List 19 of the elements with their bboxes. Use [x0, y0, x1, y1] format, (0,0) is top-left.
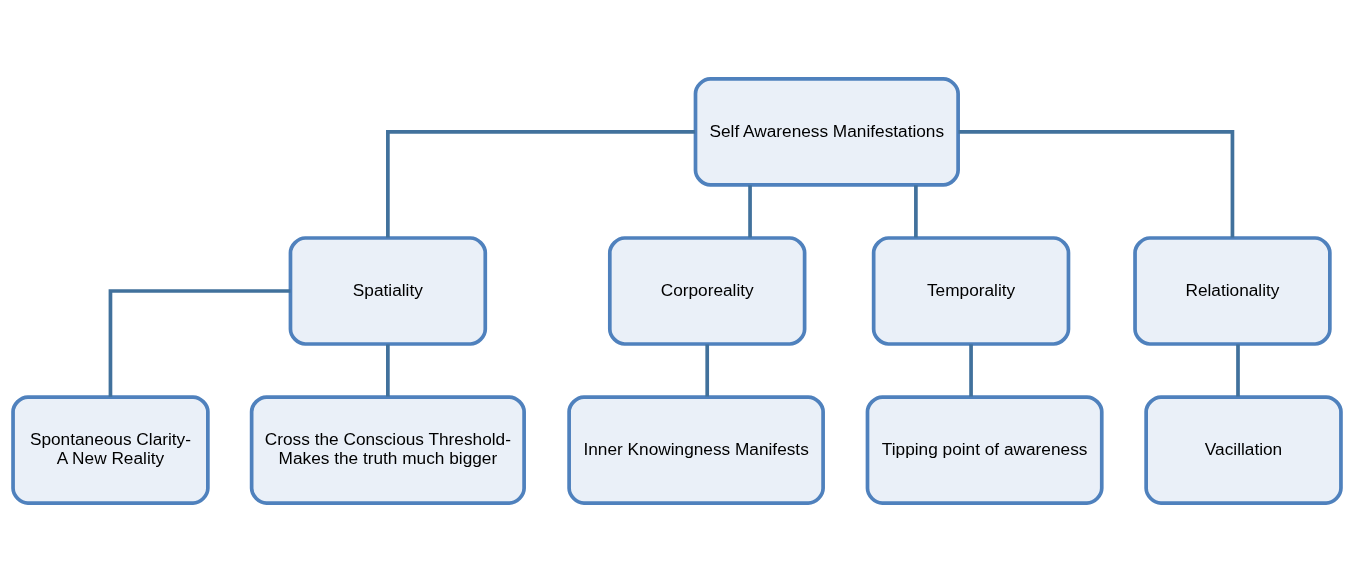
connector	[1236, 344, 1240, 397]
connector	[386, 130, 696, 238]
node-box: Relationality	[1133, 236, 1332, 346]
node-box: Vacillation	[1144, 395, 1343, 505]
node-box: Spontaneous Clarity- A New Reality	[11, 395, 210, 505]
connector	[969, 344, 973, 397]
connector	[914, 185, 918, 238]
node-box: Temporality	[871, 236, 1071, 346]
node-box: Spatiality	[288, 236, 488, 346]
node-box: Cross the Conscious Threshold- Makes the truth much bigger	[249, 395, 526, 505]
connector	[386, 344, 390, 397]
node-box: Inner Knowingness Manifests	[567, 395, 825, 505]
node-box: Self Awareness Manifestations	[693, 77, 960, 187]
connector	[748, 185, 752, 238]
node-box: Corporeality	[607, 236, 807, 346]
node-box: Tipping point of awareness	[865, 395, 1104, 505]
connector	[108, 289, 291, 397]
connector	[958, 130, 1235, 238]
connector	[705, 344, 710, 397]
